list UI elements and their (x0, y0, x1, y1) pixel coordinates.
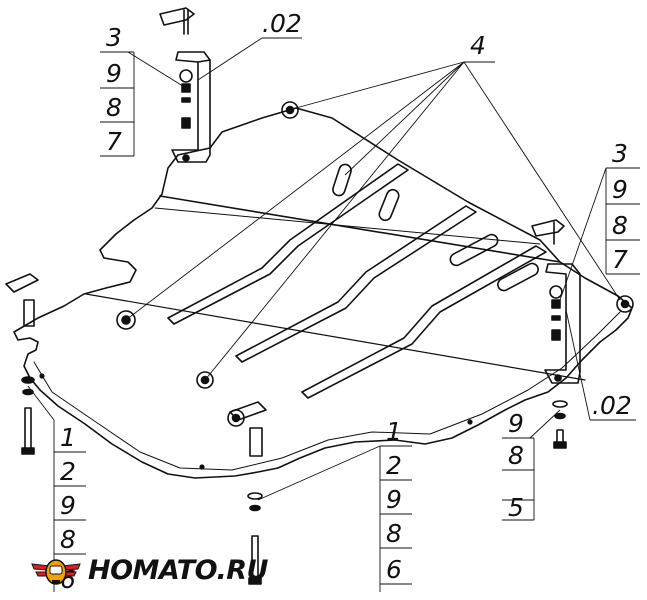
callout-02-top: .02 (262, 9, 302, 38)
stack-top-left-label-3: 8 (106, 93, 122, 122)
vent-slot-2 (378, 188, 400, 222)
stiffening-rib-1 (167, 163, 409, 325)
leader-stack-bottom-mid (257, 445, 381, 501)
stack-bottom-mid-label-2: 2 (386, 451, 402, 480)
leader-stack-bottom-left (27, 385, 55, 421)
stiffening-rib-2 (235, 205, 477, 363)
washer-top-left (179, 69, 193, 83)
washer-bottom-center-2 (249, 504, 261, 512)
bolt-bottom-right-head (553, 441, 567, 449)
leader-4-e (463, 61, 621, 301)
stack-top-left-label-4: 7 (106, 127, 122, 156)
skid-plate-inner-edge (33, 311, 621, 471)
stack-top-right: 3 9 8 7 (612, 139, 628, 274)
bracket-right-hole (554, 374, 562, 382)
clip-right (531, 219, 565, 245)
leader-stack-top-right (559, 167, 607, 301)
leader-4-d (204, 61, 465, 381)
vent-slot-4 (497, 262, 539, 292)
clip-top-left (159, 7, 195, 35)
clip-left (5, 273, 39, 293)
stack-bottom-mid-label-4: 8 (386, 519, 402, 548)
spring-washer-right (551, 315, 561, 321)
washer-right (549, 285, 563, 299)
leader-4-a (295, 61, 465, 109)
stack-bottom-left-label-1: 1 (60, 423, 76, 452)
vent-slot-1 (332, 163, 352, 197)
stack-bottom-mid-label-3: 9 (386, 485, 402, 514)
small-hole-3 (467, 419, 473, 425)
clip-bottom-center (229, 401, 267, 421)
mount-point-left (116, 310, 136, 330)
bracket-top-left (171, 51, 211, 163)
stack-top-right-label-2: 9 (612, 175, 628, 204)
stack-bottom-mid-label-5: 6 (386, 555, 402, 584)
nut-right (551, 299, 561, 309)
washer-bottom-center-1 (247, 492, 263, 500)
leader-02-right (565, 309, 591, 421)
bracket-top-left-fold (197, 59, 211, 63)
stack-bottom-right-label-2: 8 (508, 441, 524, 470)
stack-bottom-left-label-2: 2 (60, 457, 76, 486)
stack-top-left-label-1: 3 (106, 23, 122, 52)
leader-stack-bottom-right (529, 409, 561, 439)
bolt-head-right (551, 329, 561, 341)
callout-02-right: .02 (592, 391, 632, 420)
washer-bottom-right-1 (552, 400, 568, 408)
stack-top-right-label-1: 3 (612, 139, 628, 168)
car-wings-logo-icon (31, 559, 81, 585)
brand-watermark: HOMATO.RU (30, 548, 268, 592)
stack-bottom-mid: 1 2 9 8 6 (386, 417, 402, 584)
small-hole-1 (39, 373, 45, 379)
spring-washer-top-left (181, 97, 191, 103)
stack-bottom-left-label-3: 9 (60, 491, 76, 520)
mount-point-front-left-inner (285, 105, 295, 115)
washer-left-1 (21, 376, 35, 384)
leader-4-c (125, 61, 465, 321)
stiffening-rib-3 (301, 245, 547, 399)
leader-02-top (197, 37, 263, 81)
small-hole-2 (199, 464, 205, 470)
bracket-top-left-hole (182, 154, 190, 162)
bracket-right (544, 263, 581, 384)
bolt-bottom-center-head (248, 577, 262, 585)
stack-top-right-label-4: 7 (612, 245, 628, 274)
spacer-left (23, 299, 35, 327)
stack-bottom-right-label-1: 9 (508, 409, 524, 438)
brand-name: HOMATO.RU (88, 554, 268, 586)
mount-point-right-inner (620, 299, 630, 309)
washer-bottom-right-2 (554, 412, 566, 420)
mount-point-right (616, 295, 634, 313)
fold-line-front (159, 195, 561, 263)
stack-top-right-label-3: 8 (612, 211, 628, 240)
bolt-left-head (21, 447, 35, 455)
callout-4: 4 (470, 31, 486, 60)
fold-line-mid (154, 207, 541, 245)
stack-top-left: 3 9 8 7 (106, 23, 122, 156)
leader-stack-top-left (127, 51, 187, 89)
stack-bottom-mid-label-1: 1 (386, 417, 402, 446)
vent-slot-3 (449, 233, 499, 267)
stack-bottom-right-label-3: 5 (508, 493, 524, 522)
mount-point-front-left (281, 101, 299, 119)
leader-4-b (344, 61, 465, 176)
stack-bottom-right: 9 8 5 (508, 409, 524, 522)
bolt-head-top-left (181, 117, 191, 129)
fold-line-rear (85, 293, 586, 381)
stack-bottom-left-label-4: 8 (60, 525, 76, 554)
stack-top-left-label-2: 9 (106, 59, 122, 88)
skid-plate-outline (13, 107, 633, 479)
mount-point-center (196, 371, 214, 389)
bolt-left (24, 407, 32, 453)
spacer-bottom-center (249, 427, 263, 457)
